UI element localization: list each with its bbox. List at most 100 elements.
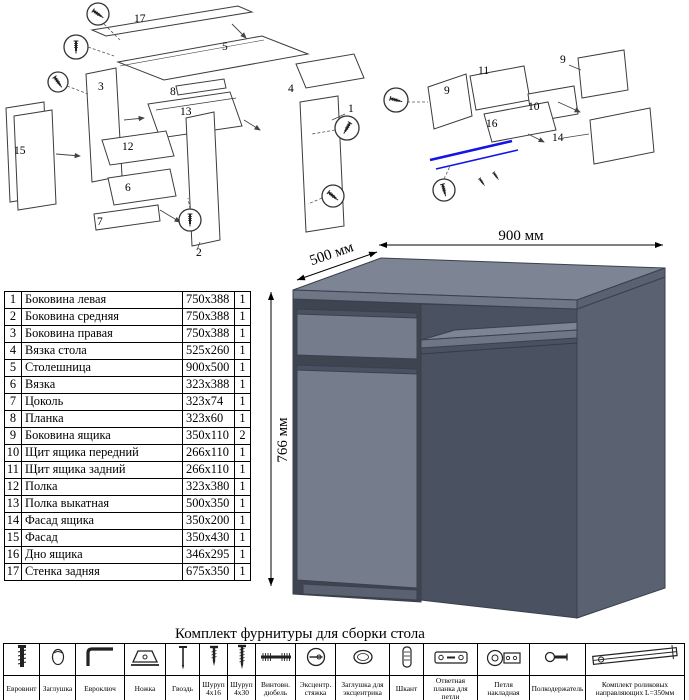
part-name: Фасад: [21, 529, 183, 547]
part-callout: 2: [196, 247, 202, 259]
cam-lock-icon: [306, 647, 325, 667]
part-callout: 17: [134, 13, 146, 25]
part-qty: 1: [234, 359, 251, 377]
part-size: 525x260: [182, 342, 235, 360]
part-qty: 1: [234, 563, 251, 581]
panel-shelf-12: [101, 130, 175, 166]
part-qty: 1: [234, 393, 251, 411]
part-number: 14: [4, 512, 22, 530]
hardware-label: Петля накладная: [477, 674, 530, 700]
part-number: 15: [4, 529, 22, 547]
part-size: 350x430: [182, 529, 235, 547]
hardware-label: Шуруп 4x30: [227, 674, 256, 700]
part-name: Боковина средняя: [21, 308, 183, 326]
hardware-label: Евровинт: [3, 674, 40, 700]
wood-dowel-icon: [401, 646, 412, 668]
part-size: 675x350: [182, 563, 235, 581]
part-name: Стенка задняя: [21, 563, 183, 581]
drawer-side-9-right: [577, 49, 629, 99]
part-qty: 1: [234, 308, 251, 326]
part-number: 8: [4, 410, 22, 428]
panel-side-3: [85, 67, 123, 183]
part-qty: 1: [234, 444, 251, 462]
part-name: Цоколь: [21, 393, 183, 411]
desk-drawer-handle-groove: [296, 308, 418, 319]
screw-dowel-icon: [260, 653, 291, 661]
part-number: 10: [4, 444, 22, 462]
part-size: 900x500: [182, 359, 235, 377]
part-number: 5: [4, 359, 22, 377]
desk-bay-interior: [420, 303, 578, 619]
nail-icon: [178, 646, 187, 670]
part-size: 750x388: [182, 325, 235, 343]
part-qty: 1: [234, 461, 251, 479]
part-size: 323x380: [182, 478, 235, 496]
hardware-label: Шуруп 4x16: [199, 674, 228, 700]
roller-guides-icon: [592, 645, 678, 666]
part-callout: 9: [444, 85, 450, 97]
part-size: 323x388: [182, 376, 235, 394]
dimension-height: 766 мм: [268, 292, 291, 586]
height-label: 766 мм: [275, 417, 291, 463]
part-name: Планка: [21, 410, 183, 428]
roller-guide: [435, 149, 519, 170]
panel-top-5: [116, 35, 310, 81]
part-callout: 1: [348, 103, 354, 115]
part-number: 1: [4, 291, 22, 309]
part-qty: 1: [234, 325, 251, 343]
desk-door-handle-groove: [296, 364, 418, 375]
part-qty: 1: [234, 342, 251, 360]
desk-plinth: [302, 583, 418, 601]
exploded-diagram-main: 17 5 3 13 12 15 6 7 2 4 8 1: [5, 2, 365, 259]
part-name: Боковина правая: [21, 325, 183, 343]
part-callout: 14: [552, 132, 564, 144]
part-name: Щит ящика передний: [21, 444, 183, 462]
drawer-facade-14: [589, 107, 655, 165]
part-size: 266x110: [182, 444, 235, 462]
part-number: 3: [4, 325, 22, 343]
part-callout: 7: [97, 216, 103, 228]
part-size: 350x200: [182, 512, 235, 530]
part-callout: 11: [478, 65, 489, 77]
part-callout: 16: [486, 118, 498, 130]
part-size: 350x110: [182, 427, 235, 445]
part-qty: 1: [234, 512, 251, 530]
part-callout: 6: [125, 182, 131, 194]
part-callout: 8: [170, 86, 176, 98]
hardware-icons-row: [3, 643, 685, 676]
hardware-label: Ответная планка для петли: [423, 674, 478, 700]
hinge-icon: [486, 649, 521, 667]
panel-plank-8: [175, 78, 227, 96]
panel-brace-4: [295, 53, 365, 89]
part-name: Полка выкатная: [21, 495, 183, 513]
part-size: 323x60: [182, 410, 235, 428]
width-label: 900 мм: [498, 228, 544, 244]
desk-side-panel: [576, 276, 666, 619]
part-callout: 4: [288, 83, 294, 95]
part-name: Щит ящика задний: [21, 461, 183, 479]
hardware-label: Заглушка: [39, 674, 76, 700]
part-number: 12: [4, 478, 22, 496]
hardware-labels-row: Евровинт Заглушка Евроключ Ножка Гвоздь …: [3, 674, 685, 700]
part-size: 750x388: [182, 308, 235, 326]
panel-plinth-7: [93, 204, 161, 231]
panel-brace-6: [107, 168, 177, 206]
hardware-label: Ножка: [124, 674, 166, 700]
part-qty: 1: [234, 529, 251, 547]
part-qty: 2: [234, 427, 251, 445]
drawer-side-9-left: [427, 73, 473, 130]
part-name: Вязка стола: [21, 342, 183, 360]
depth-label: 500 мм: [308, 239, 356, 269]
part-callout: 10: [528, 101, 540, 113]
hardware-label: Эксцентр. стяжка: [295, 674, 336, 700]
